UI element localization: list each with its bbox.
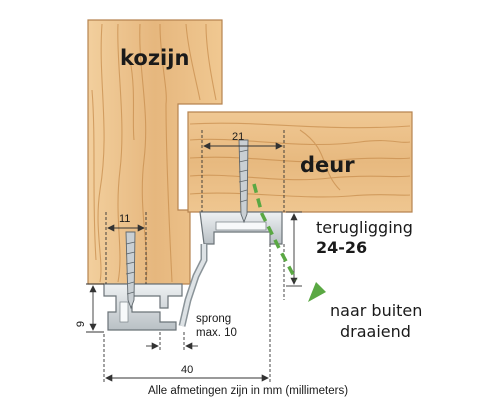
frame-profile	[103, 283, 183, 331]
caption: Alle afmetingen zijn in mm (millimeters)	[148, 385, 349, 397]
frame-screw	[125, 231, 136, 310]
swing-arrow	[252, 183, 326, 302]
door-screw	[238, 139, 249, 224]
frame-wood	[87, 19, 223, 285]
frame-label: kozijn	[120, 46, 190, 70]
swing-direction-label-2: draaiend	[340, 322, 411, 341]
dimension-11: 11	[119, 213, 131, 225]
dimension-lines	[86, 130, 302, 384]
recess-label: terugligging	[316, 218, 413, 237]
swing-direction-label: naar buiten	[330, 301, 423, 320]
dimension-9: 9	[75, 320, 88, 328]
door-profile	[178, 211, 283, 327]
step-label: sprong	[196, 313, 232, 325]
recess-value: 24-26	[316, 238, 368, 257]
step-value: max. 10	[196, 327, 237, 339]
dimension-40: 40	[181, 364, 194, 376]
door-label: deur	[300, 153, 355, 177]
dimension-21: 21	[232, 131, 245, 143]
